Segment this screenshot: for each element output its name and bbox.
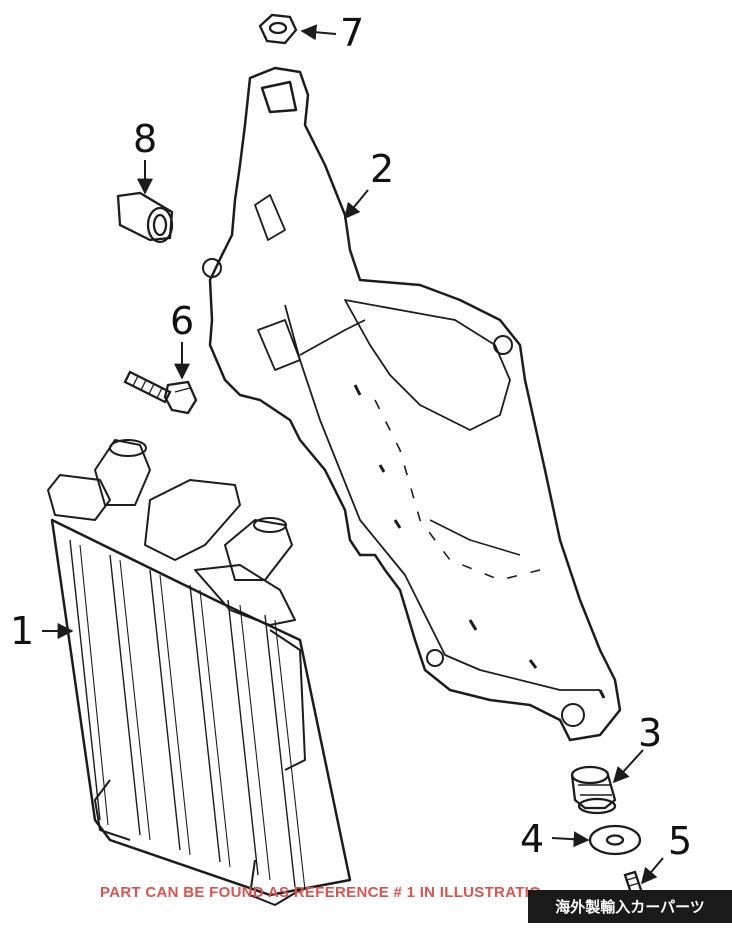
callout-2: 2 xyxy=(370,147,395,191)
callout-3: 3 xyxy=(638,711,663,755)
arrow-5 xyxy=(640,857,664,885)
arrow-2 xyxy=(343,189,369,220)
bracket-part-2 xyxy=(202,66,622,742)
callout-8: 8 xyxy=(133,117,158,161)
bolt-part-6 xyxy=(123,370,198,415)
callout-4: 4 xyxy=(520,817,545,861)
arrow-7 xyxy=(300,24,337,41)
callout-arrows xyxy=(42,24,664,885)
mount-part-3 xyxy=(570,765,617,815)
arrow-4 xyxy=(551,831,590,848)
washer-part-4 xyxy=(588,824,642,856)
callout-7: 7 xyxy=(340,11,365,55)
radiator-part-1 xyxy=(47,439,352,906)
callout-6: 6 xyxy=(170,299,195,343)
bushing-part-8 xyxy=(116,191,174,244)
nut-part-7 xyxy=(258,13,298,45)
reference-caption: PART CAN BE FOUND AS REFERENCE # 1 IN IL… xyxy=(100,884,540,901)
callout-1: 1 xyxy=(10,609,35,653)
seller-badge: 海外製輸入カーパーツ xyxy=(528,890,732,923)
callout-5: 5 xyxy=(668,819,693,863)
arrow-3 xyxy=(612,749,644,784)
